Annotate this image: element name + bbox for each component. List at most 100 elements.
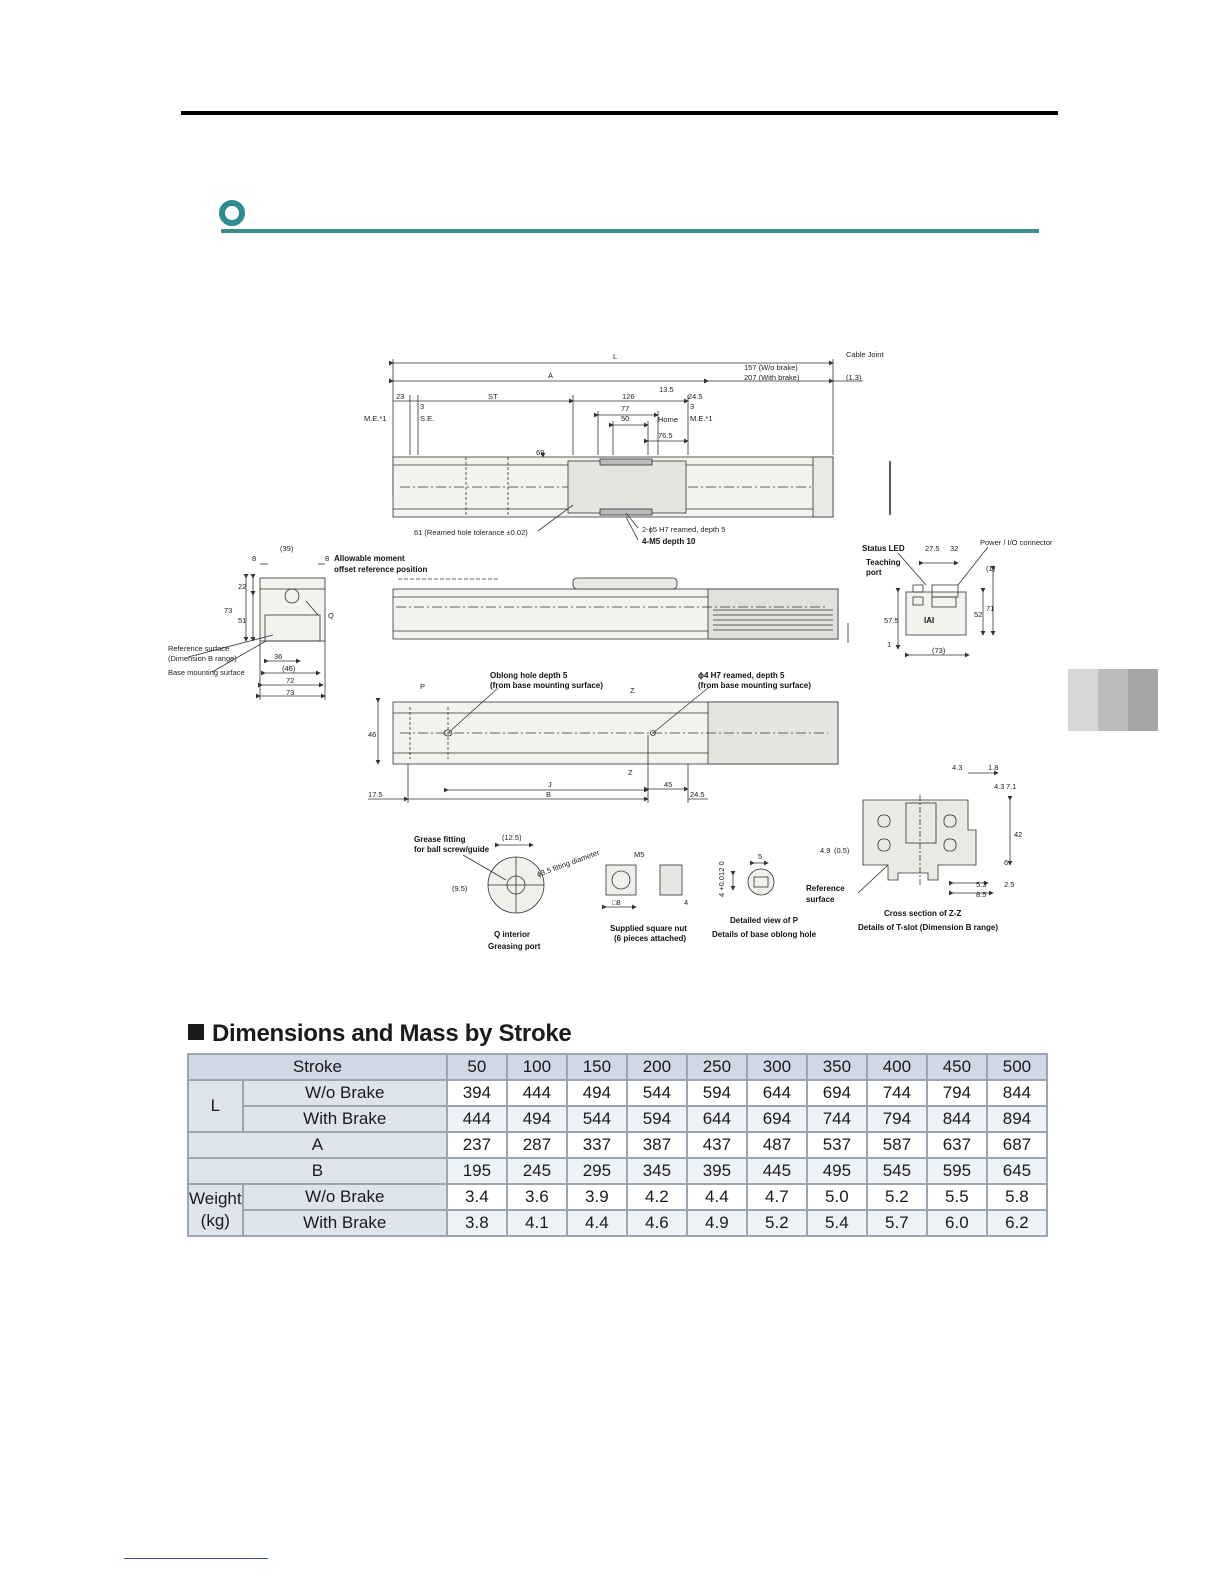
dim-24-5b: 24.5 xyxy=(690,790,705,799)
table-cell: 4.7 xyxy=(745,1183,808,1211)
table-cell: 245 xyxy=(505,1157,568,1185)
table-cell: 394 xyxy=(445,1079,508,1107)
dim-A: A xyxy=(548,371,553,380)
dim-0-5: (0.5) xyxy=(834,846,850,855)
status-led-label: Status LED xyxy=(862,544,905,553)
with-brake-dim: 207 (With brake) xyxy=(744,373,800,382)
stroke-cell: 300 xyxy=(745,1053,808,1081)
stroke-cell: 150 xyxy=(565,1053,628,1081)
me1-right: M.E.*1 xyxy=(690,414,713,423)
table-cell: 5.8 xyxy=(985,1183,1049,1211)
dim-17-5: 17.5 xyxy=(368,790,383,799)
table-cell: 5.2 xyxy=(745,1209,808,1237)
from-base-b: (from base mounting surface) xyxy=(698,681,811,690)
stroke-header: Stroke xyxy=(187,1053,448,1081)
table-cell: 6.0 xyxy=(925,1209,988,1237)
dim-B: B xyxy=(546,790,551,799)
stroke-cell: 200 xyxy=(625,1053,688,1081)
table-cell: 3.6 xyxy=(505,1183,568,1211)
detail-view-p: Detailed view of P xyxy=(730,916,799,925)
footer-link-underline[interactable] xyxy=(124,1558,268,1559)
stroke-cell: 250 xyxy=(685,1053,748,1081)
offset-reference-label: offset reference position xyxy=(334,565,427,574)
dim-2-5: 2.5 xyxy=(1004,880,1014,889)
oblong-details-label: Details of base oblong hole xyxy=(712,930,817,939)
table-cell: 3.8 xyxy=(445,1209,508,1237)
p-label: P xyxy=(420,682,425,691)
table-cell: 3.9 xyxy=(565,1183,628,1211)
dimension-drawing: L Cable Joint 157 (W/o brake) 207 (With … xyxy=(168,345,1058,955)
table-cell: 794 xyxy=(925,1079,988,1107)
table-cell: 894 xyxy=(985,1105,1049,1133)
table-cell: 5.7 xyxy=(865,1209,928,1237)
dim-72: 72 xyxy=(286,676,294,685)
wo-brake-dim: 157 (W/o brake) xyxy=(744,363,798,372)
cross-section-zz: Cross section of Z-Z xyxy=(884,909,961,918)
table-cell: 694 xyxy=(805,1079,868,1107)
sq8-label: □8 xyxy=(612,898,621,907)
dim-23: 23 xyxy=(396,392,404,401)
stroke-cell: 450 xyxy=(925,1053,988,1081)
stroke-cell: 100 xyxy=(505,1053,568,1081)
reamed-4h7-note: ϕ4 H7 reamed, depth 5 xyxy=(698,671,785,680)
dim-8a: 8 xyxy=(252,554,256,563)
table-cell: 794 xyxy=(865,1105,928,1133)
allowable-moment-label: Allowable moment xyxy=(334,554,405,563)
z-label-2: Z xyxy=(628,768,633,777)
table-cell: 544 xyxy=(625,1079,688,1107)
table-cell: 5.5 xyxy=(925,1183,988,1211)
l-with-brake-row: With Brake 444 494 544 594 644 694 744 7… xyxy=(188,1105,1049,1133)
table-cell: 4.4 xyxy=(565,1209,628,1237)
q-label: Q xyxy=(328,611,334,620)
dim-13-5: 13.5 xyxy=(659,385,674,394)
dim-76-5: 76.5 xyxy=(658,431,673,440)
dim-1-3: (1.3) xyxy=(846,373,862,382)
reference-label-right: Reference xyxy=(806,884,845,893)
weight-label: Weight xyxy=(189,1189,242,1208)
table-cell: 495 xyxy=(805,1157,868,1185)
table-cell: 594 xyxy=(685,1079,748,1107)
dim-5: 5 xyxy=(758,852,762,861)
dim-ST: ST xyxy=(488,392,498,401)
table-cell: 687 xyxy=(985,1131,1049,1159)
l-label: L xyxy=(187,1079,244,1133)
z-label-1: Z xyxy=(630,686,635,695)
table-cell: 444 xyxy=(505,1079,568,1107)
dim-4: 4 xyxy=(684,898,688,907)
dim-4-3: 4.3 xyxy=(952,763,962,772)
a-label: A xyxy=(187,1131,448,1159)
reference-surface-left: Reference surface xyxy=(168,644,229,653)
table-cell: 195 xyxy=(445,1157,508,1185)
dim-57-5: 57.5 xyxy=(884,616,899,625)
dim-4-3b: 4.3 xyxy=(994,782,1004,791)
dim-77: 77 xyxy=(621,404,629,413)
power-io-label: Power / I/O connector xyxy=(980,538,1053,547)
port-label: port xyxy=(866,568,882,577)
weight-with-brake-row: With Brake 3.8 4.1 4.4 4.6 4.9 5.2 5.4 5… xyxy=(188,1209,1049,1237)
dim-46: (46) xyxy=(282,664,296,673)
dim-12-5: (12.5) xyxy=(502,833,522,842)
section-rule xyxy=(221,229,1039,233)
table-cell: 594 xyxy=(625,1105,688,1133)
dim-4-9: 4.9 xyxy=(820,846,830,855)
dim-L: L xyxy=(613,352,617,361)
table-cell: 437 xyxy=(685,1131,748,1159)
a-row: A 237 287 337 387 437 487 537 587 637 68… xyxy=(187,1131,1049,1159)
table-cell: 744 xyxy=(865,1079,928,1107)
dim-8-5: 8.5 xyxy=(976,890,986,899)
home-label: Home xyxy=(658,415,678,424)
weight-label-cell: Weight (kg) xyxy=(187,1183,244,1237)
l-wo-brake-row: L W/o Brake 394 444 494 544 594 644 694 … xyxy=(187,1079,1049,1133)
tolerance-label: 4 +0.012 0 xyxy=(717,861,726,897)
table-cell: 444 xyxy=(445,1105,508,1133)
wo-brake-label: W/o Brake xyxy=(241,1183,448,1211)
table-cell: 337 xyxy=(565,1131,628,1159)
table-cell: 295 xyxy=(565,1157,628,1185)
table-cell: 5.0 xyxy=(805,1183,868,1211)
table-cell: 487 xyxy=(745,1131,808,1159)
from-base-a: (from base mounting surface) xyxy=(490,681,603,690)
reamed-5h7-note: 2-ϕ5 H7 reamed, depth 5 xyxy=(642,525,725,534)
table-cell: 744 xyxy=(805,1105,868,1133)
weight-unit: (kg) xyxy=(200,1211,230,1230)
dim-24-5: 24.5 xyxy=(688,392,703,401)
